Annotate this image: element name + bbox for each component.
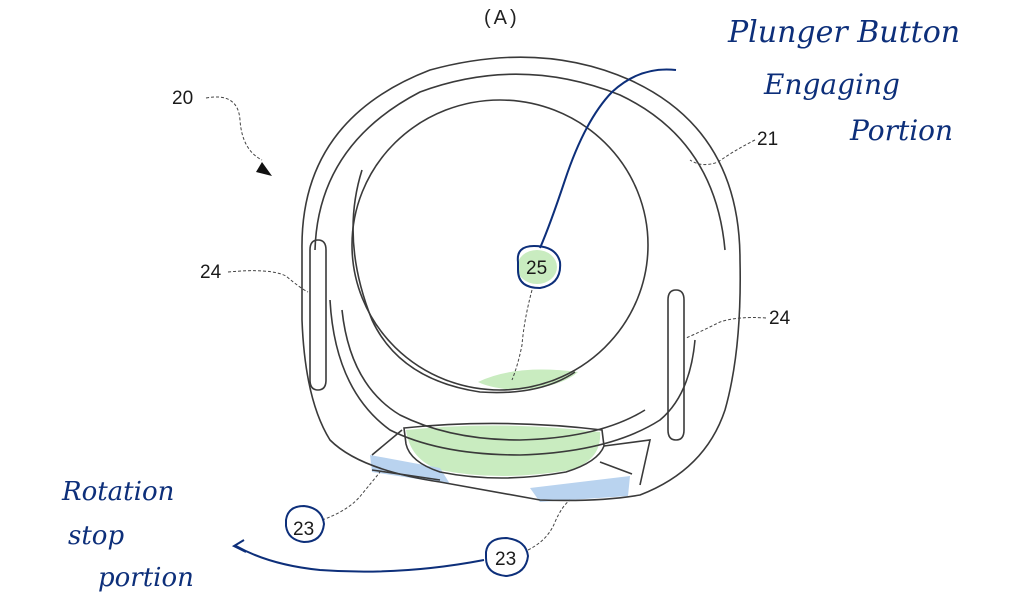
- annotation-rotation-line3: portion: [98, 563, 194, 593]
- numeral-20: 20: [172, 88, 193, 109]
- numeral-24-left: 24: [200, 262, 222, 283]
- rotation-ink-stroke: [236, 546, 484, 572]
- lower-channel-inner: [342, 310, 645, 440]
- rotation-ink-arrowhead: [234, 540, 246, 552]
- leader-23-left: [322, 472, 380, 520]
- leader-24-right: [686, 318, 766, 339]
- numeral-21: 21: [757, 129, 778, 150]
- leader-23-right: [528, 500, 570, 550]
- figure-label: (A): [484, 7, 520, 29]
- leader-21: [690, 140, 755, 165]
- highlights: [370, 250, 630, 502]
- annotation-plunger-line3: Portion: [849, 114, 953, 147]
- leader-20: [206, 97, 262, 160]
- annotation-rotation-line2: stop: [68, 521, 124, 551]
- numeral-25: 25: [526, 258, 547, 279]
- ink-markup: [234, 69, 676, 576]
- annotation-plunger-line2: Engaging: [763, 68, 900, 101]
- numeral-23-right: 23: [495, 549, 516, 570]
- annotation-plunger-line1: Plunger Button: [727, 15, 960, 50]
- leader-lines: [206, 97, 766, 550]
- numeral-24-right: 24: [769, 308, 791, 329]
- leader-24-left: [228, 271, 308, 292]
- leader-25: [512, 290, 532, 380]
- right-slot: [668, 290, 684, 440]
- plunger-ink-stroke: [540, 69, 676, 248]
- inner-opening: [352, 100, 648, 390]
- arrow-head-20: [256, 162, 272, 176]
- annotation-rotation-line1: Rotation: [61, 477, 174, 507]
- numeral-23-left: 23: [293, 519, 314, 540]
- left-slot: [310, 240, 326, 390]
